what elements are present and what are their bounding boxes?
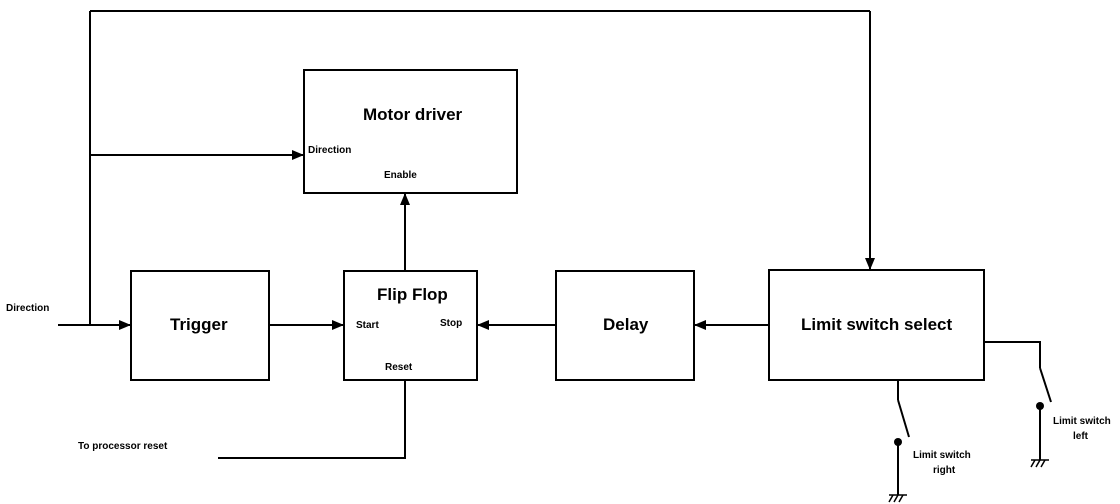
limit-switch-right-label-line1: Limit switch xyxy=(913,450,971,461)
trigger-block xyxy=(130,270,270,381)
delay-block xyxy=(555,270,695,381)
ground-symbol-right xyxy=(888,494,907,503)
motor-driver-port-direction: Direction xyxy=(308,145,352,156)
wire-limit-left xyxy=(985,341,1041,368)
switch-right-contact xyxy=(894,438,902,446)
motor-driver-block xyxy=(303,69,518,194)
processor-reset-label: To processor reset xyxy=(78,441,168,452)
flip-flop-port-start: Start xyxy=(356,320,379,331)
switch-left-contact xyxy=(1036,402,1044,410)
switch-right-lever xyxy=(897,399,910,438)
delay-title: Delay xyxy=(603,315,649,334)
flip-flop-port-reset: Reset xyxy=(385,362,413,373)
switch-left-lever xyxy=(1039,367,1052,403)
motor-driver-title: Motor driver xyxy=(363,105,463,124)
flip-flop-title: Flip Flop xyxy=(377,285,448,304)
limit-switch-left-label-line2: left xyxy=(1073,431,1088,442)
motor-driver-port-enable: Enable xyxy=(384,170,417,181)
flip-flop-block xyxy=(343,270,478,381)
trigger-title: Trigger xyxy=(170,315,228,334)
limit-switch-select-block xyxy=(768,269,985,381)
wire-reset-to-processor xyxy=(218,381,406,459)
limit-switch-left-label-line1: Limit switch xyxy=(1053,416,1111,427)
direction-input-label: Direction xyxy=(6,303,50,314)
limit-switch-right-label-line2: right xyxy=(933,465,956,476)
limit-switch-select-title: Limit switch select xyxy=(801,315,953,334)
flip-flop-port-stop: Stop xyxy=(440,318,463,329)
ground-symbol-left xyxy=(1030,459,1049,468)
